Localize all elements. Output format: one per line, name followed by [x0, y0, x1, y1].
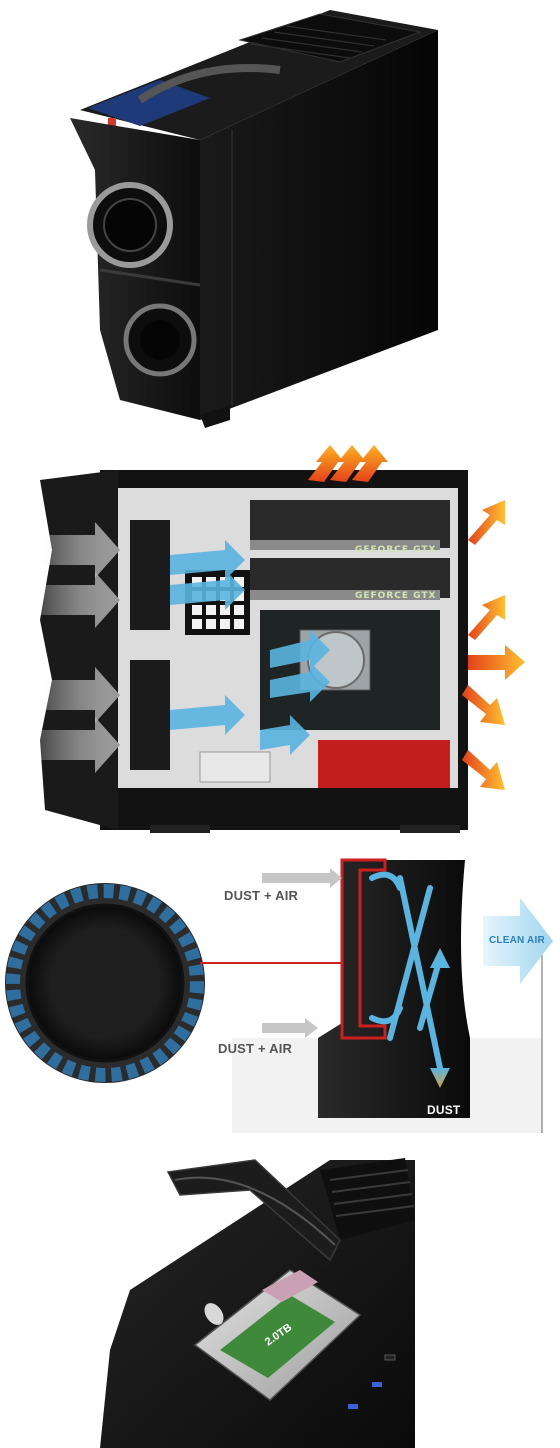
gpu-card-1: GEFORCE GTX [250, 500, 450, 555]
dust-air-input-arrows [262, 868, 342, 1038]
internal-airflow-path [369, 871, 443, 1071]
dust-down-arrow [430, 1068, 450, 1088]
power-led [108, 118, 116, 128]
case-front-panel [70, 118, 200, 420]
airflow-interior-image: GEFORCE GTX GEFORCE GTX [0, 440, 560, 840]
front-fan-top [87, 182, 173, 268]
hdd-label-sticker [220, 1295, 335, 1378]
ssd-drive [199, 751, 271, 783]
hdd-bay-lid [166, 1159, 341, 1262]
top-exhaust-arrows [308, 445, 388, 482]
front-bezel [40, 470, 118, 830]
intake-fan-bottom [130, 660, 170, 770]
up-arrow [430, 948, 450, 968]
label-dust-air-top: DUST + AIR [224, 888, 299, 903]
usb-port-3 [384, 1354, 396, 1361]
front-fan-bottom [123, 303, 197, 377]
case-exterior-illustration [70, 10, 438, 428]
hdd-bay-image: 2.0TB [0, 1150, 560, 1448]
case-side-panel [200, 30, 438, 420]
hdd-bay-illustration: 2.0TB [100, 1158, 415, 1448]
airflow-interior-illustration: GEFORCE GTX GEFORCE GTX [40, 445, 525, 833]
fan-filter-round [5, 883, 205, 1083]
label-dust: DUST [427, 1103, 461, 1117]
label-clean-air: CLEAN AIR [489, 935, 545, 946]
usb-port-1 [372, 1382, 382, 1387]
front-button [204, 1303, 224, 1325]
clean-air-arrow [483, 898, 553, 984]
gpu-label-1: GEFORCE GTX [355, 545, 436, 555]
case-cross-section [318, 860, 470, 1118]
power-supply [318, 740, 450, 788]
case-exterior-image [0, 0, 560, 430]
dust-filter-illustration [5, 858, 553, 1133]
internal-airflow-arrows [170, 540, 330, 755]
filter-red-outline [340, 858, 387, 1040]
blue-accent-trim [88, 80, 210, 126]
rear-exhaust-arrows [462, 500, 525, 790]
label-dust-air-bottom: DUST + AIR [218, 1041, 293, 1056]
gpu-card-2: GEFORCE GTX [250, 558, 450, 601]
hard-drive[interactable]: 2.0TB [193, 1269, 362, 1401]
usb-port-2 [348, 1404, 358, 1409]
intake-airflow-arrows [40, 522, 120, 773]
gpu-label-2: GEFORCE GTX [355, 591, 436, 601]
intake-fan-top [130, 520, 170, 630]
dust-filter-diagram: DUST + AIR DUST + AIR CLEAN AIR DUST [0, 848, 560, 1138]
